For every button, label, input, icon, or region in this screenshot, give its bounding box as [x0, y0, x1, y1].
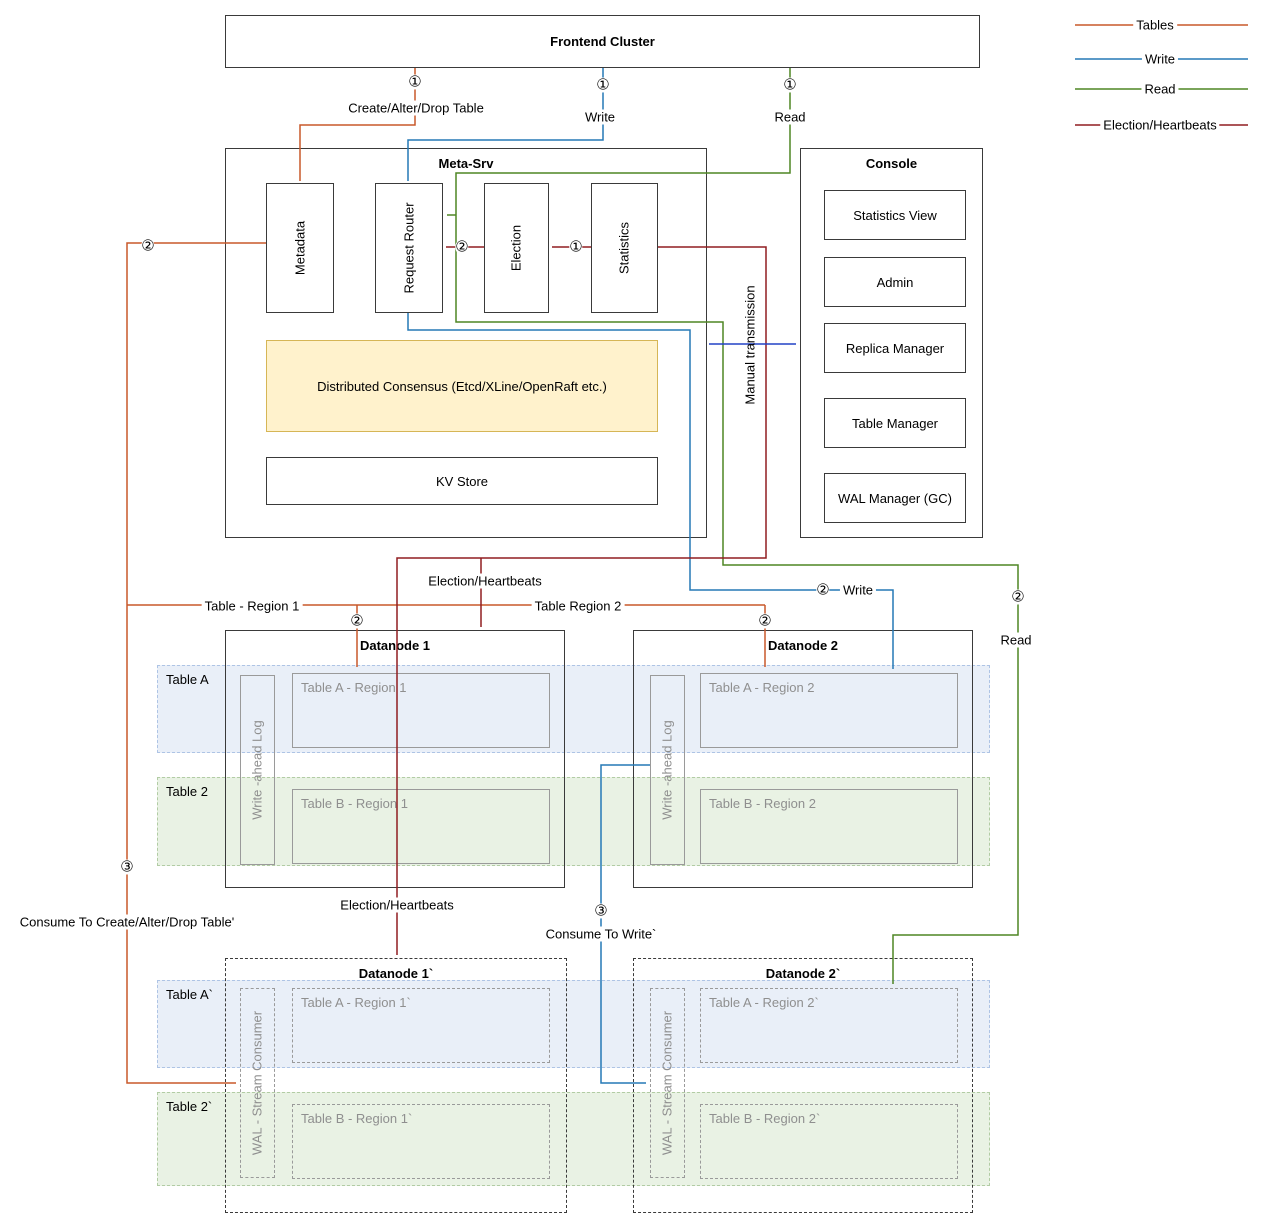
meta-srv-title: Meta-Srv	[438, 156, 494, 171]
step-1-write: ①	[596, 76, 610, 94]
election-label: Election	[508, 224, 524, 272]
datanode1-prime-region-b: Table B - Region 1`	[292, 1104, 550, 1179]
step-2-metadata: ②	[141, 237, 155, 255]
label-read-mid: Read	[997, 632, 1035, 648]
datanode2-prime-wal-label: WAL - Stream Consumer	[659, 1010, 675, 1156]
datanode1-prime-wal-label: WAL - Stream Consumer	[249, 1010, 265, 1156]
kv-store-label: KV Store	[435, 473, 489, 489]
label-write-mid: Write	[839, 582, 877, 598]
step-1-read: ①	[783, 76, 797, 94]
datanode1-title: Datanode 1	[359, 638, 431, 653]
label-election-heartbeats-mid: Election/Heartbeats	[425, 573, 545, 589]
region-label: Table A - Region 1	[301, 680, 407, 695]
metadata-label: Metadata	[292, 220, 308, 276]
step-3-consume-write: ③	[594, 902, 608, 920]
band-table-2-label: Table 2	[166, 784, 208, 799]
datanode2-prime-title: Datanode 2`	[765, 966, 841, 981]
legend-label-election: Election/Heartbeats	[1100, 117, 1220, 133]
console-item-replica-manager: Replica Manager	[824, 323, 966, 373]
legend-label-write: Write	[1141, 51, 1179, 67]
request-router-label: Request Router	[401, 202, 417, 294]
console-item-label: Admin	[876, 274, 914, 290]
region-label: Table B - Region 2	[709, 796, 816, 811]
step-1-create: ①	[408, 73, 422, 91]
region-label: Table A - Region 2	[709, 680, 815, 695]
step-2-region1: ②	[350, 612, 364, 630]
console-item-wal-manager: WAL Manager (GC)	[824, 473, 966, 523]
datanode1-prime-title: Datanode 1`	[358, 966, 434, 981]
datanode1-region-b: Table B - Region 1	[292, 789, 550, 864]
console-item-label: Table Manager	[852, 415, 938, 431]
distributed-consensus-label: Distributed Consensus (Etcd/XLine/OpenRa…	[317, 378, 607, 394]
console-item-label: Statistics View	[853, 207, 937, 223]
datanode2-prime-region-b: Table B - Region 2`	[700, 1104, 958, 1179]
statistics-label: Statistics	[616, 221, 632, 275]
band-table-2-prime-label: Table 2`	[166, 1099, 213, 1114]
datanode2-region-a: Table A - Region 2	[700, 673, 958, 748]
frontend-cluster-title: Frontend Cluster	[550, 34, 655, 49]
region-label: Table B - Region 1	[301, 796, 408, 811]
label-consume-create: Consume To Create/Alter/Drop Table'	[16, 914, 238, 930]
label-election-heartbeats-low: Election/Heartbeats	[337, 897, 457, 913]
region-label: Table B - Region 1`	[301, 1111, 413, 1126]
label-write-top: Write	[581, 109, 619, 125]
label-table-region-2: Table Region 2	[531, 598, 625, 614]
legend-label-tables: Tables	[1133, 17, 1177, 33]
console-item-table-manager: Table Manager	[824, 398, 966, 448]
datanode1-region-a: Table A - Region 1	[292, 673, 550, 748]
band-table-a-prime-label: Table A`	[166, 987, 213, 1002]
region-label: Table A - Region 1`	[301, 995, 411, 1010]
label-manual-transmission: Manual transmission	[742, 285, 758, 405]
label-read-top: Read	[771, 109, 809, 125]
step-3-consume-create: ③	[120, 858, 134, 876]
datanode1-prime-box: Datanode 1`	[225, 958, 567, 1213]
console-item-label: Replica Manager	[845, 340, 945, 356]
band-table-a-label: Table A	[166, 672, 209, 687]
label-table-region-1: Table - Region 1	[201, 598, 303, 614]
frontend-cluster-box: Frontend Cluster	[225, 15, 980, 68]
console-item-admin: Admin	[824, 257, 966, 307]
step-2-region2: ②	[758, 612, 772, 630]
step-2-write: ②	[816, 581, 830, 599]
band-table-2-prime: Table 2`	[157, 1092, 990, 1186]
console-item-label: WAL Manager (GC)	[838, 490, 952, 506]
kv-store-box: KV Store	[266, 457, 658, 505]
datanode2-prime-wal-box	[650, 988, 685, 1178]
datanode2-title: Datanode 2	[767, 638, 839, 653]
label-consume-write: Consume To Write`	[542, 926, 660, 942]
datanode1-prime-region-a: Table A - Region 1`	[292, 988, 550, 1063]
label-create-table: Create/Alter/Drop Table	[345, 100, 487, 116]
region-label: Table B - Region 2`	[709, 1111, 821, 1126]
datanode2-prime-region-a: Table A - Region 2`	[700, 988, 958, 1063]
datanode1-wal-label: Write -ahead Log	[249, 720, 265, 820]
metadata-box	[266, 183, 334, 313]
step-2-read: ②	[1011, 588, 1025, 606]
step-2-election: ②	[455, 238, 469, 256]
region-label: Table A - Region 2`	[709, 995, 819, 1010]
datanode2-wal-label: Write -ahead Log	[659, 720, 675, 820]
legend-label-read: Read	[1141, 81, 1179, 97]
datanode2-region-b: Table B - Region 2	[700, 789, 958, 864]
step-1-statistics: ①	[569, 238, 583, 256]
distributed-consensus-box: Distributed Consensus (Etcd/XLine/OpenRa…	[266, 340, 658, 432]
console-title: Console	[865, 156, 918, 171]
band-table-a-prime: Table A`	[157, 980, 990, 1068]
console-item-statistics-view: Statistics View	[824, 190, 966, 240]
